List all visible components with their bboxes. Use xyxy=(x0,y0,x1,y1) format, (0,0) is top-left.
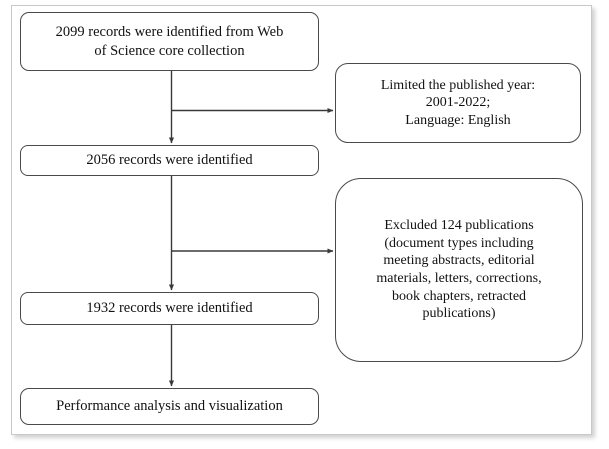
node-limits-applied: Limited the published year: 2001-2022; L… xyxy=(335,63,581,143)
node-performance-analysis: Performance analysis and visualization xyxy=(20,388,319,425)
node-records-identified-2056: 2056 records were identified xyxy=(20,145,319,176)
node-label-excluded: Excluded 124 publications (document type… xyxy=(376,218,542,322)
node-records-identified-2099: 2099 records were identified from Web of… xyxy=(20,12,319,71)
node-label-1932: 1932 records were identified xyxy=(86,300,253,317)
node-label-performance: Performance analysis and visualization xyxy=(56,398,283,415)
node-label-limited: Limited the published year: 2001-2022; L… xyxy=(380,77,536,128)
node-label-2056: 2056 records were identified xyxy=(86,152,253,169)
node-publications-excluded: Excluded 124 publications (document type… xyxy=(335,178,583,362)
node-label-2099: 2099 records were identified from Web of… xyxy=(55,24,284,59)
node-records-identified-1932: 1932 records were identified xyxy=(20,292,319,325)
